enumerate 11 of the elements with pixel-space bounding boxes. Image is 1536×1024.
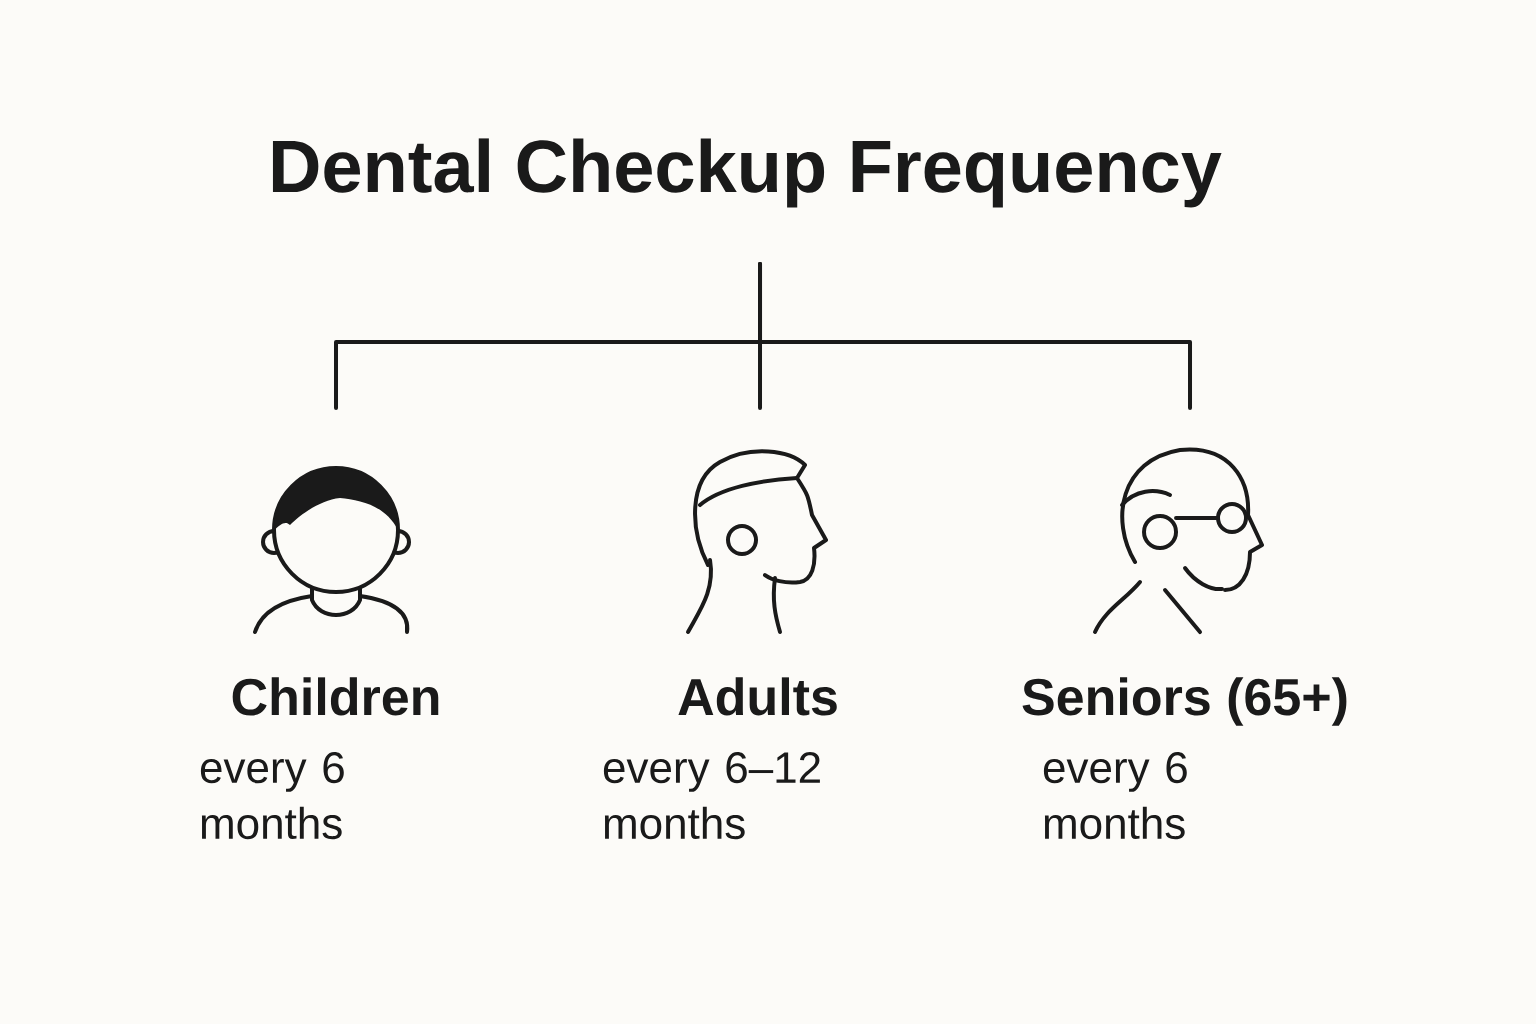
frequency-text: every 6–12 months	[603, 752, 820, 840]
person-icon	[1093, 447, 1264, 634]
frequency-text: every 6 months	[1043, 752, 1187, 840]
connector-line	[758, 262, 1192, 410]
frequency-text: every 6 months	[200, 752, 344, 840]
group-label: Children	[232, 677, 439, 716]
person-icon	[253, 466, 411, 634]
title: Dental Checkup Frequency	[272, 138, 1222, 208]
group-label: Seniors (65+)	[1022, 677, 1347, 726]
person-icon	[686, 449, 828, 634]
group-label: Adults	[678, 677, 837, 716]
